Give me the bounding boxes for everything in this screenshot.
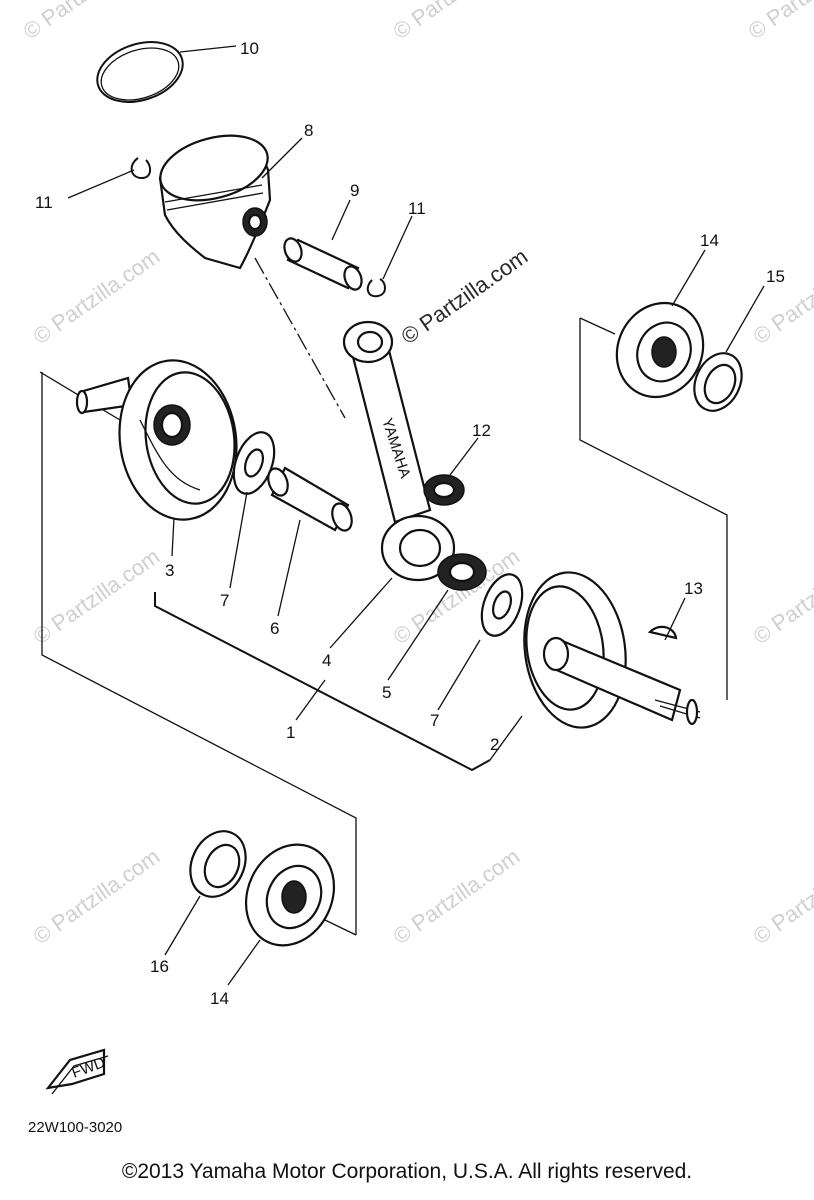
watermark: © Partzilla.com (29, 244, 165, 350)
callout-5: 5 (382, 683, 391, 702)
watermark-center: © Partzilla.com (397, 244, 533, 350)
watermark: © Partzilla.com (29, 844, 165, 950)
small-end-bearing (423, 474, 465, 506)
watermark: © Partzilla.com (19, 0, 155, 44)
callout-3: 3 (165, 561, 174, 580)
thrust-washer-right (480, 573, 524, 637)
watermark: © Partzilla.com (749, 544, 814, 650)
piston-ring (96, 41, 184, 103)
piston-pin (283, 237, 363, 291)
callout-6: 6 (270, 619, 279, 638)
callout-16: 16 (150, 957, 169, 976)
oil-seal-left (189, 830, 247, 898)
crank-pin (267, 466, 353, 532)
callout-2: 2 (490, 735, 499, 754)
crank-right (523, 571, 701, 729)
crank-left (75, 359, 238, 521)
callout-10: 10 (240, 39, 259, 58)
assembly-bracket-1 (154, 592, 491, 772)
callout-14-right: 14 (700, 231, 719, 250)
piston-pin-clip-left (130, 157, 152, 180)
thrust-washer-left (232, 431, 276, 495)
callout-11-right: 11 (408, 199, 426, 218)
big-end-bearing (437, 553, 487, 591)
watermark: © Partzilla.com (29, 544, 165, 650)
diagram-code: 22W100-3020 (28, 1119, 122, 1136)
callout-4: 4 (322, 651, 331, 670)
leader-line-bearing-right (579, 317, 616, 335)
assembly-lines (39, 257, 728, 936)
piston (158, 134, 272, 270)
oil-seal-right (693, 352, 743, 412)
callout-leaders (67, 45, 765, 986)
callout-1: 1 (286, 723, 295, 742)
callout-13: 13 (684, 579, 703, 598)
callout-7-left: 7 (220, 591, 229, 610)
bearing-left (244, 843, 336, 947)
bearing-right (615, 301, 705, 399)
watermark: © Partzilla.com (749, 844, 814, 950)
callout-7-right: 7 (430, 711, 439, 730)
leader-line-conrod-piston (254, 257, 346, 419)
callout-11-left: 11 (35, 193, 53, 212)
piston-pin-clip-right (366, 278, 386, 298)
group-bracket-left (41, 372, 357, 935)
copyright-notice: ©2013 Yamaha Motor Corporation, U.S.A. A… (121, 1160, 693, 1183)
callout-15: 15 (766, 267, 785, 286)
fwd-arrow: FWD (45, 1048, 109, 1095)
watermark: © Partzilla.com (389, 844, 525, 950)
leader-line-2 (489, 715, 523, 761)
watermark: © Partzilla.com (389, 0, 525, 44)
callout-9: 9 (350, 181, 359, 200)
callout-labels: 10 8 11 9 11 14 15 12 3 7 6 4 5 13 1 7 2… (35, 39, 785, 1008)
callout-8: 8 (304, 121, 313, 140)
woodruff-key (647, 625, 678, 640)
callout-12: 12 (472, 421, 491, 440)
watermark: © Partzilla.com (744, 0, 814, 44)
callout-14-left: 14 (210, 989, 229, 1008)
connecting-rod: YAMAHA (342, 320, 456, 582)
leader-line-bearing-left (324, 919, 357, 936)
group-bracket-right (579, 318, 728, 700)
